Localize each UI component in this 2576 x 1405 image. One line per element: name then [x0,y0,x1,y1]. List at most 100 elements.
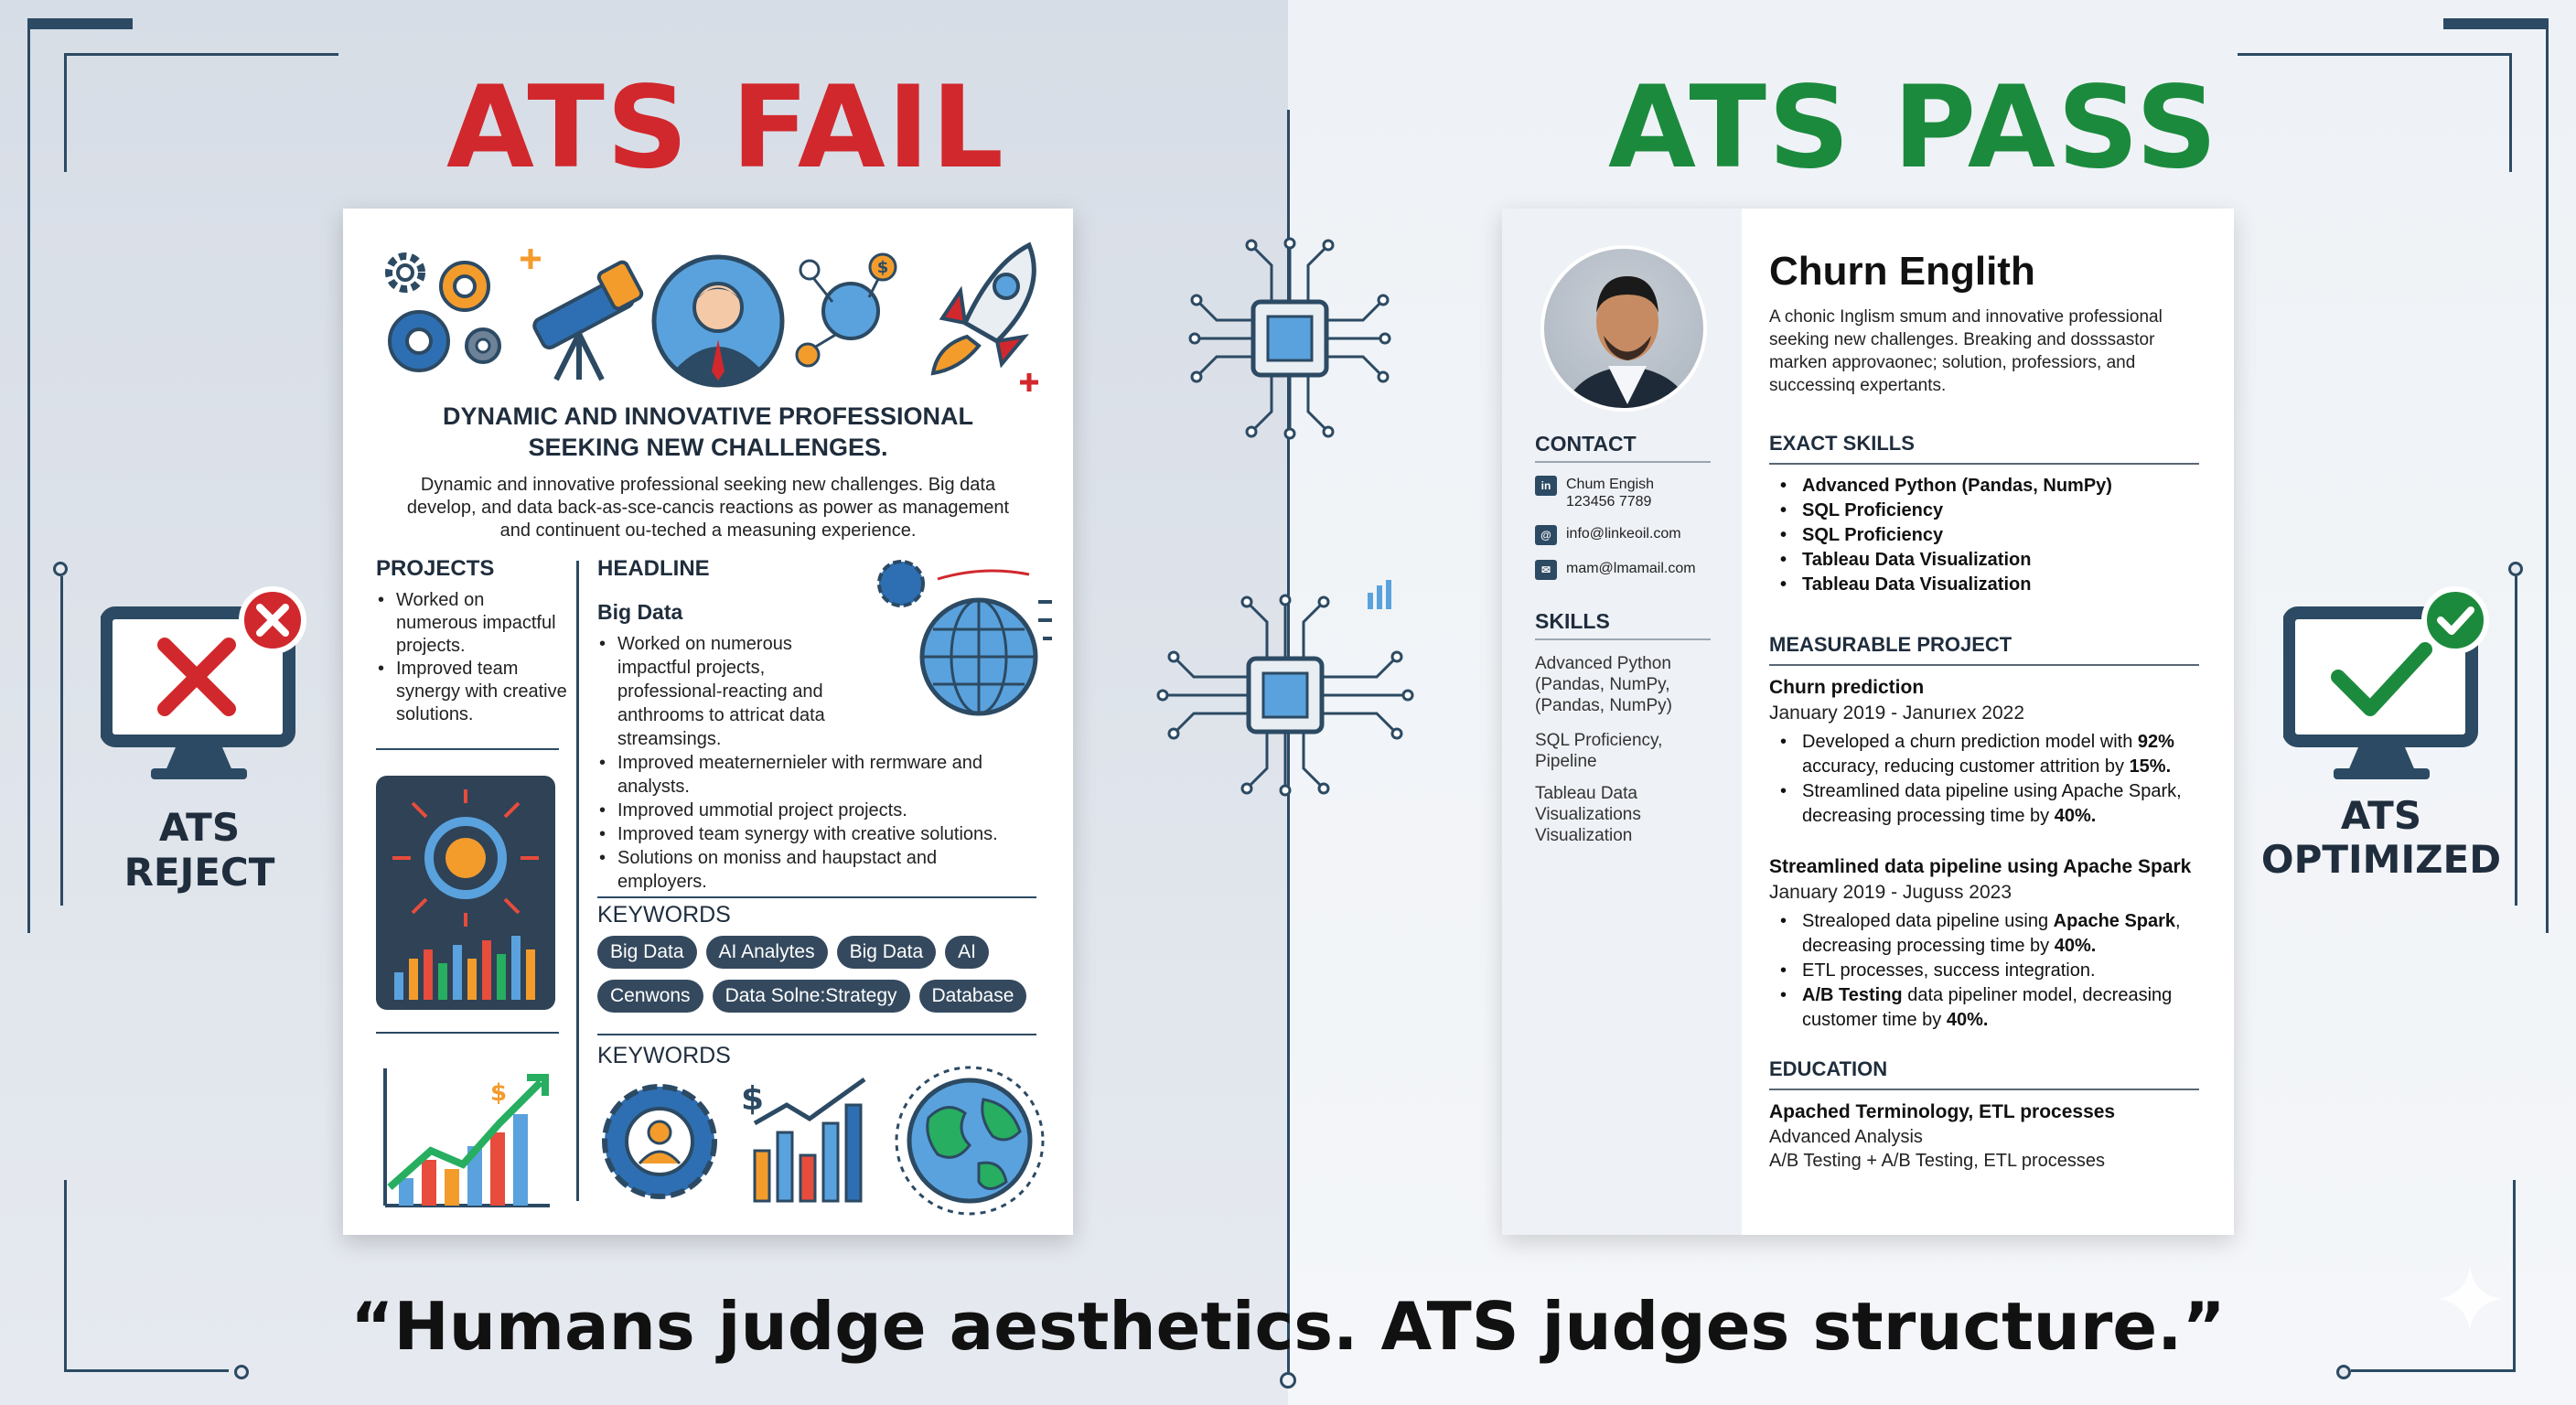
frame-right-side [2546,18,2549,933]
frame-left-bottom [64,1180,229,1372]
globe-gear-icon [877,560,1052,716]
skill-item: Tableau Data Visualizations Visualizatio… [1535,784,1641,845]
keyword-chip: Data Solne:Strategy [712,980,910,1013]
profile-photo [1540,245,1707,412]
project-name: Streamlined data pipeline using Apache S… [1769,856,2192,877]
ats-fail-title: ATS FAIL [446,62,1005,194]
list-item: ETL processes, success integration. [1769,959,2208,983]
bar-chart-icon: $ [741,1077,866,1203]
list-item: Streamlined data pipeline using Apache S… [1769,779,2208,829]
rocket-icon [930,241,1038,391]
linkedin-icon: in [1535,476,1557,496]
skills-title: SKILLS [1535,609,1610,633]
intro-line: develop, and data back-as-sce-cancis rea… [406,498,1010,518]
closing-quote: “Humans judge aesthetics. ATS judges str… [350,1288,2226,1365]
list-item: SQL Proficiency [1769,499,2208,523]
education-title: EDUCATION [1769,1057,1888,1080]
section-divider [1769,664,2199,666]
frame-line [2515,576,2517,906]
bullet-text: accuracy, reducing customer attrition by [1802,756,2130,777]
fail-intro: Dynamic and innovative professional seek… [380,474,1036,542]
frame-dot [234,1365,249,1379]
circuit-chip-icon [1188,237,1391,440]
projects-column: PROJECTS Worked on numerous impactful pr… [376,556,605,726]
education-line: Advanced Analysis [1769,1127,1923,1147]
bullet-metric: Apache Spark [2053,911,2176,931]
intro-line: Dynamic and innovative professional seek… [420,475,996,495]
email-icon: @ [1535,525,1557,545]
section-divider [1769,1089,2199,1090]
list-item: Improved team synergy with creative solu… [376,658,568,726]
bullet-metric: A/B Testing [1802,985,1903,1005]
section-divider [376,1032,559,1034]
column-divider [576,561,579,1201]
candidate-name: Churn Englith [1769,249,2035,294]
contact-line: Chum Engish [1566,477,1655,492]
list-item: Worked on numerous impactful projects. [376,589,568,658]
contact-linkedin: in Chum Engish 123456 7789 [1535,476,1654,510]
bullet-metric: 40%. [2054,936,2097,956]
list-item: Advanced Python (Pandas, NumPy) [1769,474,2208,499]
ats-reject-label: ATS REJECT [123,805,275,895]
list-item: A/B Testing data pipeliner model, decrea… [1769,983,2208,1033]
frame-line [60,576,63,906]
bullet-metric: 92% [2137,732,2174,752]
list-item: Worked on numerous impactful projects, p… [597,632,863,751]
bullet-metric: 40%. [2054,806,2097,826]
intro-line: and continuent ou-teched a measuning exp… [499,520,917,541]
mail-icon: ✉ [1535,560,1557,580]
project-date: January 2019 - Janurıex 2022 [1769,702,2025,724]
badge-line: OPTIMIZED [2260,837,2502,882]
frame-right-bottom [2351,1180,2516,1372]
contact-line: 123456 7789 [1566,494,1652,509]
gears-icon [385,252,501,372]
big-data-title: Big Data [597,600,683,624]
section-divider [1535,638,1711,640]
keyword-chip: AI Analytes [705,936,828,969]
avatar-icon [651,254,785,388]
exact-skills-title: EXACT SKILLS [1769,432,1915,455]
skill-item: SQL Proficiency, Pipeline [1535,731,1663,771]
frame-left-top [64,53,338,172]
contact-line: mam@lmamail.com [1566,561,1696,576]
center-divider [1287,110,1290,1381]
bullet-text: Strealoped data pipeline using [1802,911,2054,931]
bullet-text: Streamlined data pipeline using Apache S… [1802,781,2182,826]
keyword-chip: Big Data [597,936,697,969]
circuit-chart-icon [376,776,555,1010]
keywords-title: KEYWORDS [597,1043,731,1068]
divider-dot [1280,1372,1296,1389]
project-bullets: Strealoped data pipeline using Apache Sp… [1769,909,2208,1033]
education-degree: Apached Terminology, ETL processes [1769,1101,2116,1122]
keywords-title: KEYWORDS [597,902,731,928]
list-item: Tableau Data Visualization [1769,573,2208,597]
bullet-text: , decreasing processing time by [1802,911,2181,956]
list-item: Solutions on moniss and haupstact and em… [597,846,1027,894]
frame-dot [53,562,68,576]
contact-line: info@linkeoil.com [1566,526,1681,542]
globe-dollar-icon: $ [795,252,897,368]
list-item: SQL Proficiency [1769,523,2208,548]
fail-headline: DYNAMIC AND INNOVATIVE PROFESSIONAL SEEK… [343,401,1073,463]
bullet-metric: 15%. [2129,756,2172,777]
frame-left-side [27,18,30,933]
section-divider [1769,463,2199,465]
person-icon [1564,276,1690,408]
keyword-chip: Big Data [836,936,937,969]
keyword-chips: Big Data AI Analytes Big Data AI Cenwons… [597,936,1055,1013]
section-divider [597,1034,1036,1035]
contact-mail: ✉ mam@lmamail.com [1535,560,1696,580]
badge-line: ATS [2340,793,2422,838]
list-item: Improved meaternernieler with rermware a… [597,751,1027,799]
ats-pass-title: ATS PASS [1608,62,2219,194]
projects-title: PROJECTS [376,556,495,581]
telescope-icon [532,260,644,381]
ats-optimized-label: ATS OPTIMIZED [2258,794,2505,882]
list-item: Tableau Data Visualization [1769,548,2208,573]
headline-line: DYNAMIC AND INNOVATIVE PROFESSIONAL [442,402,974,430]
headline-column: HEADLINE Big Data Worked on numerous imp… [597,556,1055,894]
headline-title: HEADLINE [597,556,710,581]
frame-dot [2336,1365,2351,1379]
skill-item: Advanced Python (Pandas, NumPy, (Pandas,… [1535,654,1672,715]
